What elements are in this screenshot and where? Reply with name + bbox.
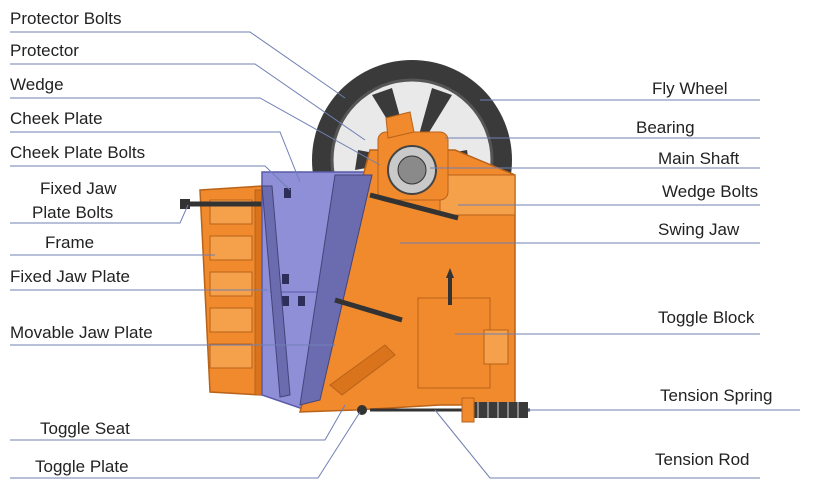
label-protector: Protector bbox=[10, 41, 79, 60]
label-frame: Frame bbox=[45, 233, 94, 252]
label-wedge: Wedge bbox=[10, 75, 64, 94]
toggle-plate bbox=[329, 344, 396, 415]
label-toggle-plate: Toggle Plate bbox=[35, 457, 129, 476]
movable-jaw-plate-bolt bbox=[334, 297, 403, 323]
label-toggle-block: Toggle Block bbox=[658, 308, 755, 327]
toggle-block bbox=[417, 268, 509, 389]
label-bearing: Bearing bbox=[636, 118, 695, 137]
fixed-jaw-plate-bolt bbox=[180, 199, 262, 209]
label-fixed-jaw-plate: Fixed Jaw Plate bbox=[10, 267, 130, 286]
label-protector-bolts: Protector Bolts bbox=[10, 9, 122, 28]
label-main-shaft: Main Shaft bbox=[658, 149, 740, 168]
bearing-housing bbox=[377, 111, 449, 201]
fixed-jaw-plate bbox=[261, 185, 291, 398]
tension-spring bbox=[461, 397, 528, 423]
wedge-bolts bbox=[369, 192, 459, 221]
label-cheek-plate-bolts: Cheek Plate Bolts bbox=[10, 143, 145, 162]
label-cheek-plate: Cheek Plate bbox=[10, 109, 103, 128]
label-wedge-bolts: Wedge Bolts bbox=[662, 182, 758, 201]
label-fixed-jaw-plate-bolts-line2: Plate Bolts bbox=[32, 203, 113, 222]
label-swing-jaw: Swing Jaw bbox=[658, 220, 740, 239]
label-toggle-seat: Toggle Seat bbox=[40, 419, 130, 438]
label-tension-rod: Tension Rod bbox=[655, 450, 750, 469]
label-fly-wheel: Fly Wheel bbox=[652, 79, 728, 98]
leader-lines bbox=[10, 31, 800, 479]
label-fixed-jaw-plate-bolts-line1: Fixed Jaw bbox=[40, 179, 117, 198]
label-movable-jaw-plate: Movable Jaw Plate bbox=[10, 323, 153, 342]
label-tension-spring: Tension Spring bbox=[660, 386, 772, 405]
